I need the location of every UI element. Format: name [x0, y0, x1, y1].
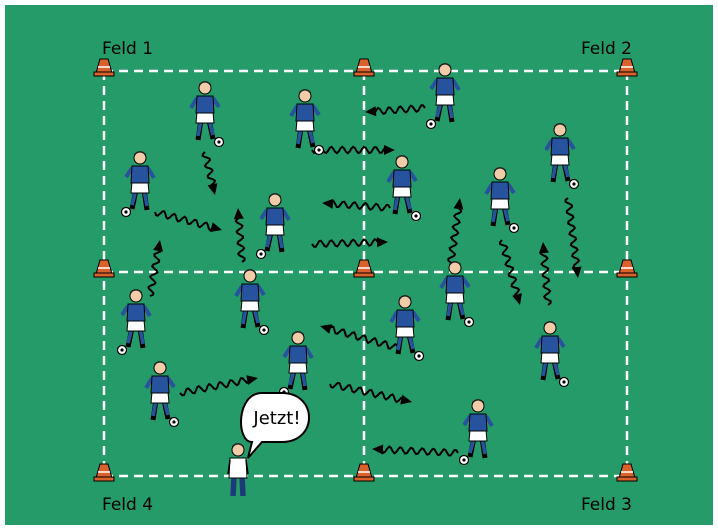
label-feld-2: Feld 2	[581, 39, 632, 59]
coach-speech: Jetzt!	[252, 408, 300, 429]
ball-icon	[215, 138, 224, 147]
ball-icon	[510, 224, 519, 233]
ball-icon	[460, 456, 469, 465]
ball-icon	[122, 208, 131, 217]
label-feld-3: Feld 3	[581, 495, 632, 515]
ball-icon	[170, 418, 179, 427]
ball-icon	[560, 378, 569, 387]
label-feld-1: Feld 1	[102, 39, 153, 59]
ball-icon	[427, 120, 436, 129]
ball-icon	[570, 180, 579, 189]
ball-icon	[465, 318, 474, 327]
ball-icon	[118, 346, 127, 355]
ball-icon	[415, 352, 424, 361]
ball-icon	[257, 250, 266, 259]
ball-icon	[412, 212, 421, 221]
ball-icon	[260, 326, 269, 335]
label-feld-4: Feld 4	[102, 495, 153, 515]
ball-icon	[315, 146, 324, 155]
